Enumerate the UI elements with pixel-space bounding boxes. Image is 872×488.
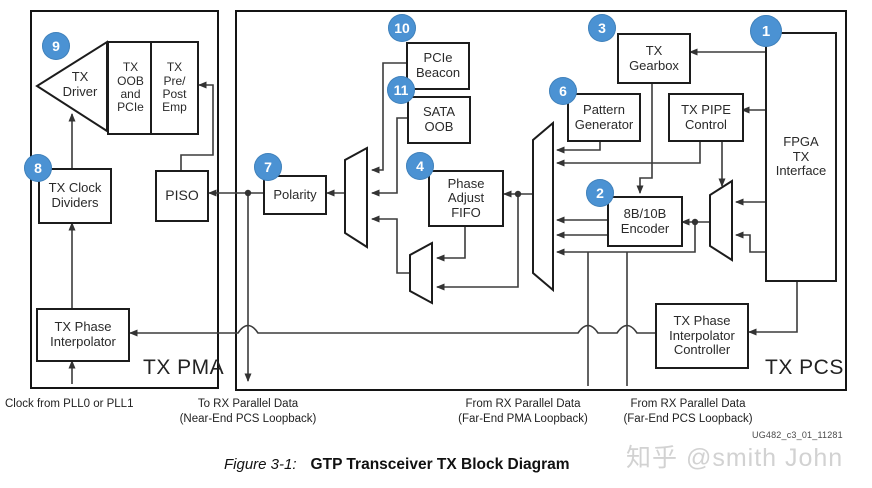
block-tx-phase-interpolator-controller: TX Phase Interpolator Controller <box>655 303 749 369</box>
encoder-output-mux <box>532 120 554 293</box>
block-tx-gearbox: TX Gearbox <box>617 33 691 84</box>
figure-caption-label: Figure 3-1: <box>224 456 297 473</box>
figure-caption-title: GTP Transceiver TX Block Diagram <box>310 456 570 473</box>
badge-10: 10 <box>388 14 416 42</box>
encoder-input-mux <box>709 179 733 262</box>
label-far-end-pma-loopback: From RX Parallel Data (Far-End PMA Loopb… <box>458 398 588 425</box>
badge-6: 6 <box>549 77 577 105</box>
fifo-bypass-mux <box>409 241 433 305</box>
figure-caption: Figure 3-1: GTP Transceiver TX Block Dia… <box>224 456 570 474</box>
block-sata-oob: SATA OOB <box>407 96 471 144</box>
badge-7: 7 <box>254 153 282 181</box>
junction-dots <box>244 189 699 226</box>
label-clock-from-pll: Clock from PLL0 or PLL1 <box>5 398 134 410</box>
badge-8: 8 <box>24 154 52 182</box>
block-polarity: Polarity <box>263 175 327 215</box>
badge-11: 11 <box>387 76 415 104</box>
block-fpga-tx-interface: FPGA TX Interface <box>765 32 837 282</box>
tx-pcs-region <box>235 10 847 391</box>
block-phase-adjust-fifo: Phase Adjust FIFO <box>428 170 504 227</box>
block-tx-phase-interpolator: TX Phase Interpolator <box>36 308 130 362</box>
watermark: 知乎 @smith John <box>626 444 844 472</box>
block-8b10b-encoder: 8B/10B Encoder <box>607 196 683 247</box>
block-tx-oob-pcie: TX OOB and PCIe <box>107 41 154 135</box>
badge-9: 9 <box>42 32 70 60</box>
label-far-end-pcs-loopback: From RX Parallel Data (Far-End PCS Loopb… <box>623 398 753 425</box>
tx-pcs-label: TX PCS <box>765 356 844 379</box>
block-tx-pipe-control: TX PIPE Control <box>668 93 744 142</box>
badge-4: 4 <box>406 152 434 180</box>
tx-pma-label: TX PMA <box>143 356 225 379</box>
block-tx-clock-dividers: TX Clock Dividers <box>38 168 112 224</box>
badge-3: 3 <box>588 14 616 42</box>
label-near-end-pcs-loopback: To RX Parallel Data (Near-End PCS Loopba… <box>179 398 317 425</box>
badge-2: 2 <box>586 179 614 207</box>
block-tx-driver-label: TX Driver <box>62 69 98 99</box>
block-pattern-generator: Pattern Generator <box>567 93 641 142</box>
badge-1: 1 <box>750 15 782 47</box>
block-pcie-beacon: PCIe Beacon <box>406 42 470 90</box>
polarity-input-mux <box>344 146 368 249</box>
tx-pma-region <box>30 10 219 389</box>
doc-id: UG482_c3_01_11281 <box>752 430 843 440</box>
wires <box>68 48 798 386</box>
block-piso: PISO <box>155 170 209 222</box>
block-tx-pre-post-emp: TX Pre/ Post Emp <box>150 41 199 135</box>
